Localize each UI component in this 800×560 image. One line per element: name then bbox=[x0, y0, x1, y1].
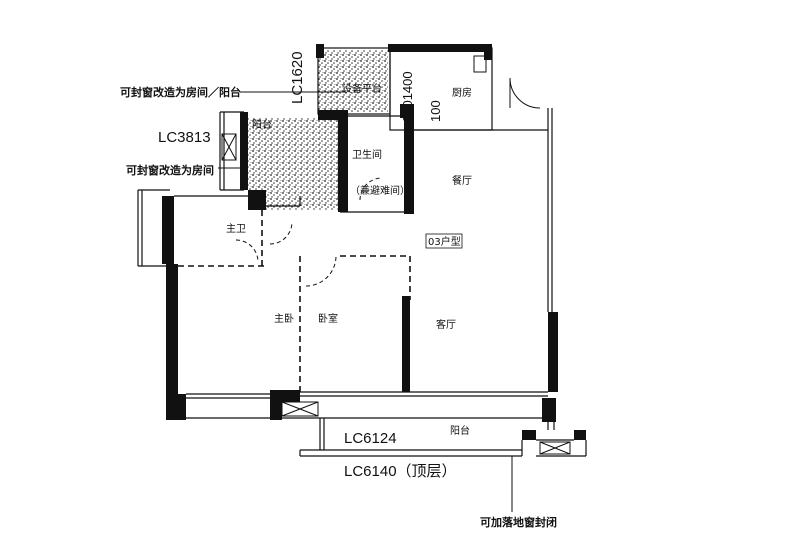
room-balcony-label: 阳台 bbox=[450, 424, 470, 437]
ac-unit-icon bbox=[221, 55, 571, 455]
room-master-bath-label: 主卫 bbox=[226, 223, 246, 235]
thin-walls bbox=[137, 47, 587, 457]
room-dining-label: 餐厅 bbox=[452, 174, 472, 187]
window-code-left: LC3813 bbox=[158, 129, 211, 146]
annotation-mid-left: 可封窗改造为房间 bbox=[126, 163, 214, 177]
room-living-label: 客厅 bbox=[436, 318, 456, 331]
room-kitchen-label: 厨房 bbox=[452, 86, 472, 99]
dashed-partitions bbox=[178, 206, 411, 392]
room-master-bedroom-label: 主卧 bbox=[274, 312, 294, 325]
room-bathroom-note: （兼避难间） bbox=[350, 184, 410, 197]
unit-type-label: 03户型 bbox=[428, 235, 461, 248]
room-bedroom-label: 卧室 bbox=[318, 312, 338, 325]
window-code-kitchen-b: 100 bbox=[428, 100, 443, 122]
window-code-bottom-b: LC6140（顶层） bbox=[344, 463, 457, 480]
door-swings bbox=[235, 77, 541, 287]
window-code-kitchen-a: 2001400 bbox=[400, 71, 415, 122]
window-code-bottom-a: LC6124 bbox=[344, 430, 397, 447]
room-balcony-left-label: 阳台 bbox=[252, 118, 272, 131]
annotation-bottom: 可加落地窗封闭 bbox=[480, 515, 557, 529]
room-equipment-platform-label: 设备平台 bbox=[342, 82, 382, 95]
unit-type-box bbox=[425, 233, 463, 249]
room-bathroom-label: 卫生间 bbox=[352, 148, 382, 161]
window-code-top: LC1620 bbox=[289, 51, 306, 104]
annotation-top-left: 可封窗改造为房间／阳台 bbox=[120, 85, 241, 99]
leader-lines bbox=[218, 91, 513, 512]
speckle-top bbox=[318, 50, 388, 112]
